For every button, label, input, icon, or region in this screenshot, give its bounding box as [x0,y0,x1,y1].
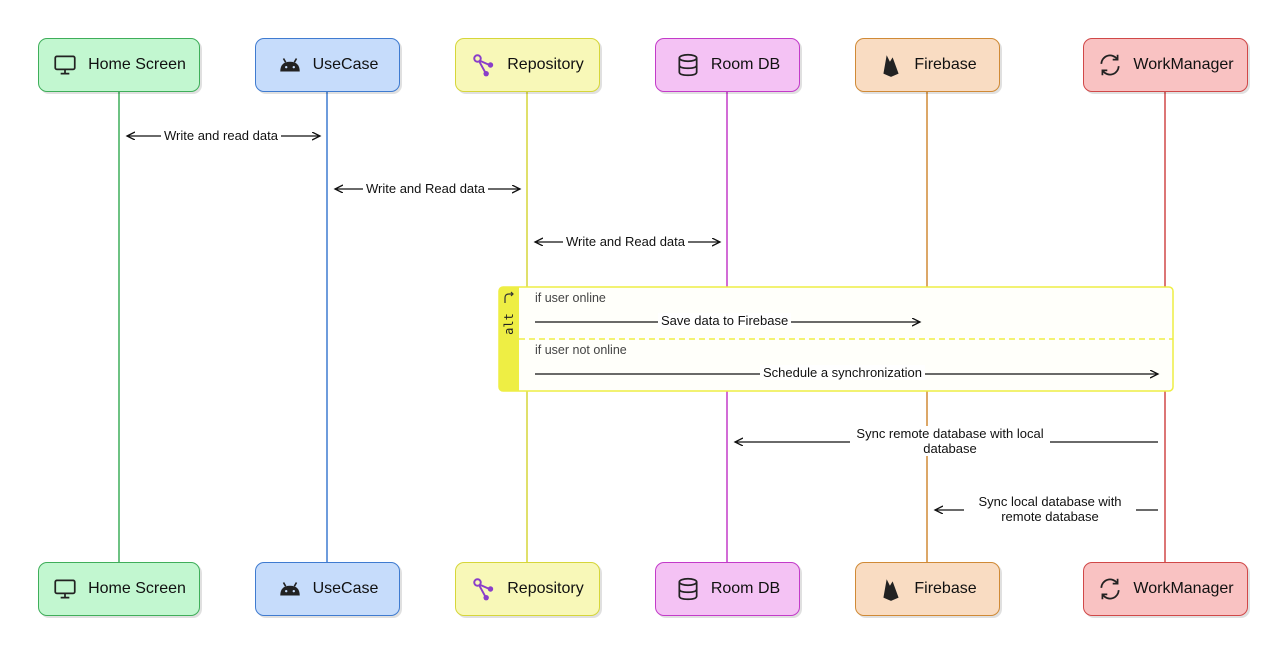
alt-tag [499,287,519,391]
git-fork-icon [471,52,497,78]
participant-label: Repository [507,56,584,73]
msg-sync-local-remote: Sync local database with remote database [964,494,1136,524]
participant-label: WorkManager [1133,580,1234,597]
participant-label: Firebase [914,56,977,73]
participant-repository-bottom: Repository [455,562,600,616]
participant-firebase-top: Firebase [855,38,1000,92]
alt-keyword: alt [502,313,516,335]
database-icon [675,576,701,602]
msg-sync-remote-local: Sync remote database with local database [850,426,1050,456]
participant-label: UseCase [312,56,379,73]
participant-home-screen-top: Home Screen [38,38,200,92]
firebase-icon [878,52,904,78]
participant-workmanager-bottom: WorkManager [1083,562,1248,616]
msg-repo-room: Write and Read data [563,234,688,249]
branch-icon [504,291,514,303]
database-icon [675,52,701,78]
msg-save-firebase: Save data to Firebase [658,313,792,328]
monitor-icon [52,576,78,602]
firebase-icon [878,576,904,602]
sync-icon [1097,576,1123,602]
participant-room-db-top: Room DB [655,38,800,92]
msg-usecase-repo: Write and Read data [363,181,488,196]
msg-home-usecase: Write and read data [161,128,281,143]
android-icon [277,576,303,602]
participant-workmanager-top: WorkManager [1083,38,1248,92]
participant-label: WorkManager [1133,56,1234,73]
alt-condition-offline: if user not online [535,343,627,357]
participant-label: Repository [507,580,584,597]
participant-label: Firebase [914,580,977,597]
participant-usecase-top: UseCase [255,38,400,92]
participant-room-db-bottom: Room DB [655,562,800,616]
alt-condition-online: if user online [535,291,606,305]
participant-label: Home Screen [88,56,186,73]
participant-firebase-bottom: Firebase [855,562,1000,616]
sync-icon [1097,52,1123,78]
android-icon [277,52,303,78]
participant-home-screen-bottom: Home Screen [38,562,200,616]
participant-label: Home Screen [88,580,186,597]
participant-label: UseCase [312,580,379,597]
participant-label: Room DB [710,56,781,73]
participant-label: Room DB [710,580,781,597]
monitor-icon [52,52,78,78]
participant-usecase-bottom: UseCase [255,562,400,616]
participant-repository-top: Repository [455,38,600,92]
git-fork-icon [471,576,497,602]
msg-schedule-sync: Schedule a synchronization [760,365,925,380]
